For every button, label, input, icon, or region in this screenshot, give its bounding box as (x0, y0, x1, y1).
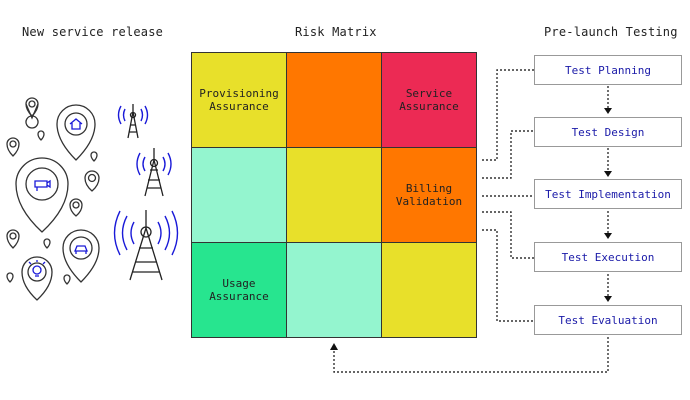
testing-stage-box: Test Execution (534, 242, 682, 272)
tiny-pin-icon (63, 274, 71, 285)
tiny-pin-icon (6, 272, 14, 283)
camera-pin-icon (15, 157, 69, 233)
section-heading-risk-matrix: Risk Matrix (295, 25, 377, 39)
risk-matrix-cell: Usage Assurance (191, 242, 287, 338)
lightbulb-pin-icon (21, 256, 53, 301)
car-pin-icon (62, 229, 100, 283)
cell-tower-icon (129, 210, 163, 281)
small-pin-icon (6, 137, 20, 157)
small-pin-icon (69, 198, 83, 217)
small-pin-icon (84, 170, 100, 192)
tiny-pin-icon (90, 151, 98, 162)
testing-stage-box: Test Design (534, 117, 682, 147)
tiny-pin-icon (37, 130, 45, 141)
cell-tower-icon (144, 148, 164, 197)
testing-stage-box: Test Implementation (534, 179, 682, 209)
small-pin-icon (25, 97, 39, 117)
small-pin-icon (25, 103, 39, 129)
cell-tower-icon (127, 104, 139, 139)
risk-matrix-cell (381, 242, 477, 338)
testing-stage-box: Test Planning (534, 55, 682, 85)
risk-matrix-cell: Service Assurance (381, 52, 477, 148)
risk-matrix-cell (191, 147, 287, 243)
section-heading-pre-launch-testing: Pre-launch Testing (544, 25, 678, 39)
small-pin-icon (6, 229, 20, 249)
section-heading-new-service-release: New service release (22, 25, 164, 39)
testing-stage-box: Test Evaluation (534, 305, 682, 335)
home-pin-icon (56, 104, 96, 161)
tiny-pin-icon (43, 238, 51, 249)
risk-matrix-cell (286, 242, 382, 338)
risk-matrix-cell: Provisioning Assurance (191, 52, 287, 148)
